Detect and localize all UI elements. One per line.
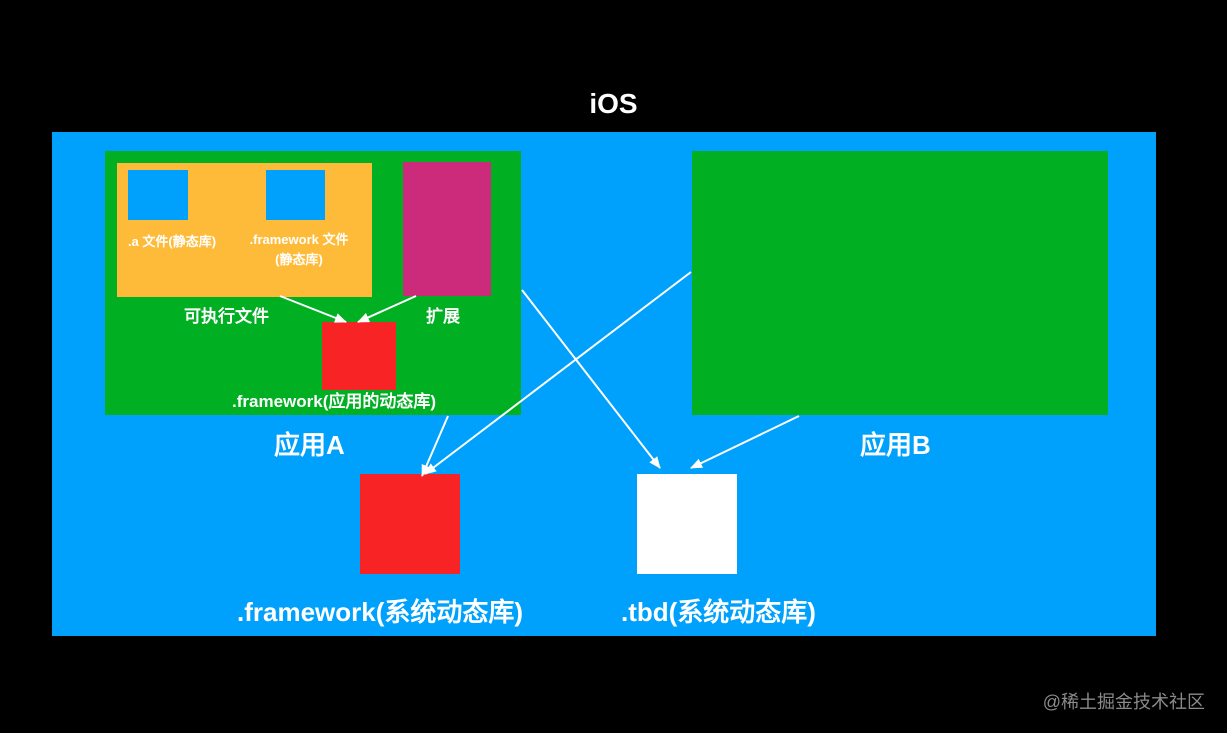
executable-label: 可执行文件: [184, 307, 269, 326]
extension-label: 扩展: [426, 307, 460, 326]
watermark: @稀土掘金技术社区: [1042, 692, 1205, 712]
system-tbd-box: [637, 474, 737, 574]
system-framework-box: [360, 474, 460, 574]
extension-box: [403, 162, 491, 296]
app-b-box: [692, 151, 1108, 415]
system-framework-label: .framework(系统动态库): [237, 597, 524, 627]
static-framework-label-line1: .framework 文件: [249, 232, 349, 247]
app-framework-box: [322, 322, 396, 390]
arrow-app-b-to-system-framework: [424, 271, 692, 475]
static-framework-box: [266, 170, 325, 220]
arrow-app-a-to-system-tbd: [521, 289, 661, 469]
static-lib-a-box: [128, 170, 188, 220]
arrow-extension-to-app-framework: [357, 295, 417, 323]
arrow-app-b-to-system-tbd: [690, 415, 800, 469]
static-framework-label-line2: (静态库): [275, 252, 323, 267]
app-b-name: 应用B: [860, 430, 931, 460]
app-framework-label: .framework(应用的动态库): [232, 392, 437, 411]
system-tbd-label: .tbd(系统动态库): [621, 597, 816, 627]
diagram-title: iOS: [589, 88, 638, 119]
app-a-name: 应用A: [274, 430, 345, 460]
static-lib-a-label: .a 文件(静态库): [127, 234, 217, 249]
arrow-executable-to-app-framework: [279, 295, 347, 323]
